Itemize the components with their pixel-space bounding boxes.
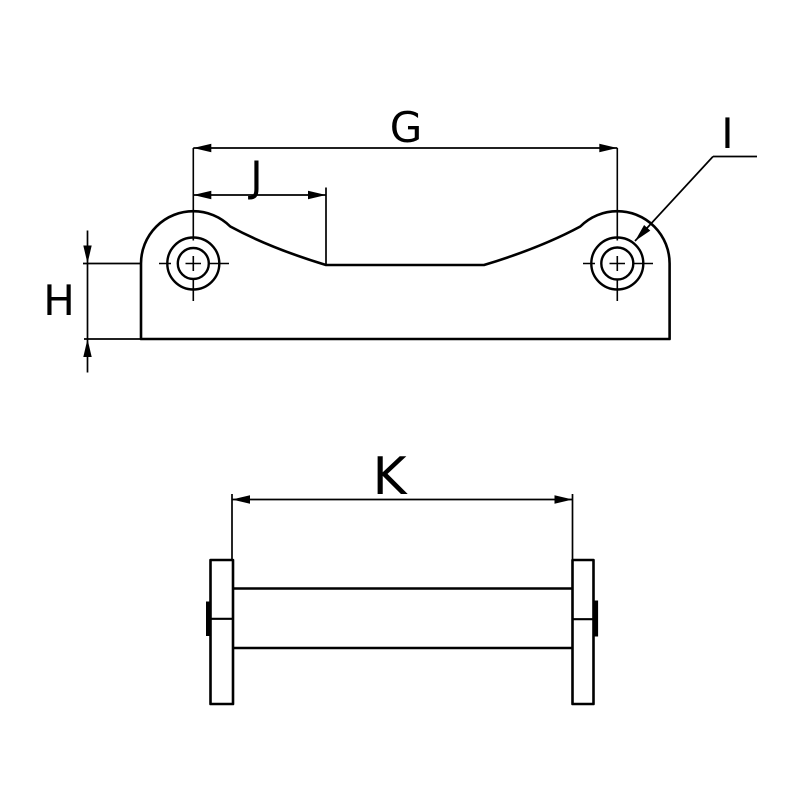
- top-profile-view: G J H I: [43, 103, 757, 373]
- dimension-k-right-arrow: [554, 495, 573, 504]
- side-view: K: [206, 447, 599, 706]
- dimension-g-label: G: [390, 103, 423, 152]
- right-mounting-hole: [583, 236, 653, 301]
- dimension-h-bottom-arrow: [83, 339, 92, 357]
- left-hole-centerlines: [159, 256, 229, 301]
- dimension-k-label: K: [372, 447, 408, 507]
- dimension-j: J: [193, 152, 327, 265]
- left-end-flange: [209, 558, 235, 706]
- dimension-k-left-arrow: [232, 495, 250, 504]
- left-rod-end-tab: [206, 601, 211, 636]
- dimension-k: K: [231, 447, 574, 559]
- dimension-j-right-arrow: [308, 190, 326, 200]
- bracket-outline: [139, 209, 671, 341]
- dimension-g-left-arrow: [193, 143, 212, 153]
- dimension-h-top-arrow: [83, 245, 92, 264]
- dimension-h-label: H: [43, 276, 75, 325]
- right-end-flange: [571, 558, 595, 706]
- dimension-j-left-arrow: [193, 190, 212, 200]
- dimension-j-label: J: [247, 152, 262, 201]
- dimension-g: G: [193, 103, 618, 153]
- dimension-g-right-arrow: [599, 143, 618, 153]
- leader-i-label: I: [721, 109, 733, 158]
- leader-i-arrow: [635, 225, 651, 241]
- left-mounting-hole: [159, 236, 229, 301]
- leader-i: I: [634, 109, 757, 242]
- right-rod-end-tab: [593, 600, 599, 637]
- dimension-h: H: [43, 230, 142, 373]
- leader-i-line: [634, 155, 714, 242]
- right-hole-centerlines: [583, 256, 653, 301]
